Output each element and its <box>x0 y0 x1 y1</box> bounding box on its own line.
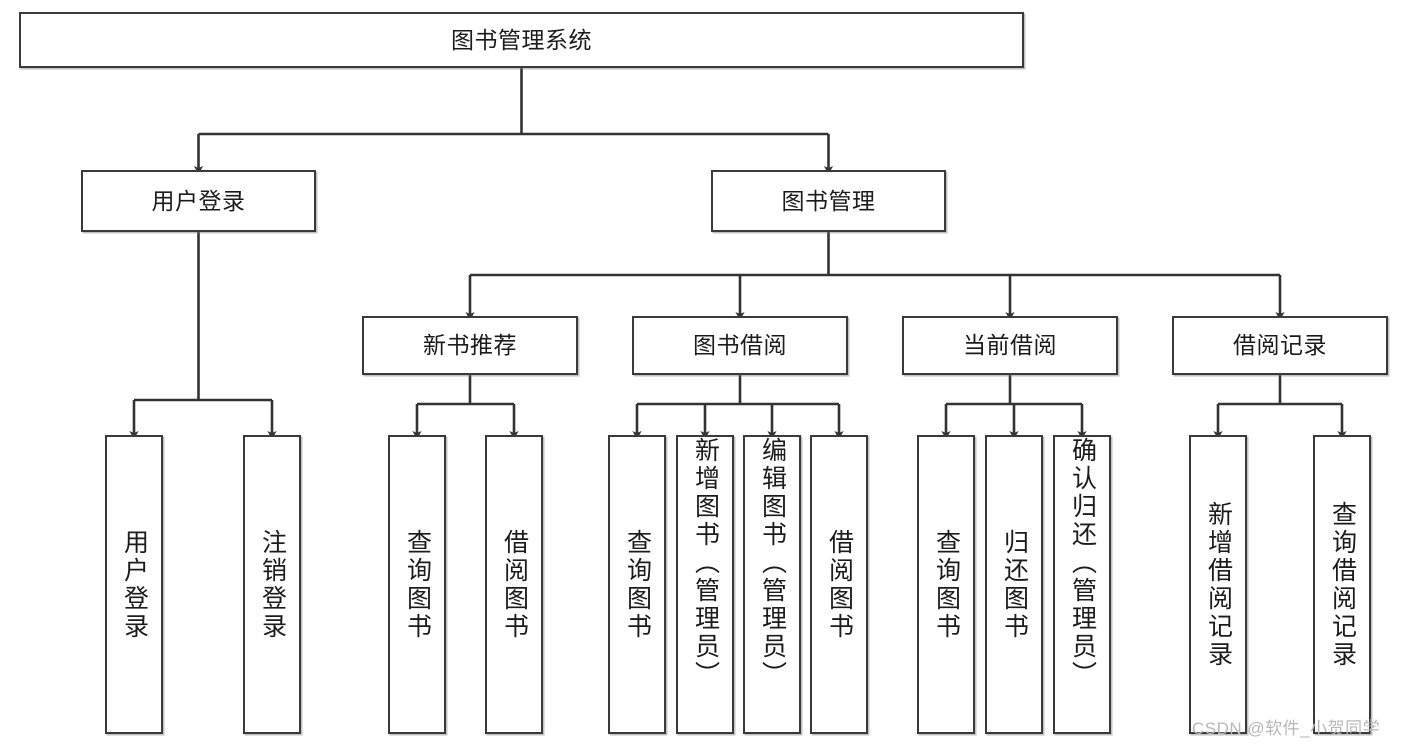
node-label: 图书借阅 <box>693 332 787 358</box>
node-leaf-borrow-query[interactable]: 查询图书 <box>608 435 666 734</box>
node-user-login[interactable]: 用户登录 <box>81 170 316 232</box>
watermark: CSDN @软件_小贺同学 <box>1192 719 1381 738</box>
node-label: 用户登录 <box>120 528 149 641</box>
node-root[interactable]: 图书管理系统 <box>19 12 1024 68</box>
node-book-borrow[interactable]: 图书借阅 <box>632 316 848 375</box>
node-leaf-borrow-edit[interactable]: 编辑图书（管理员） <box>743 435 801 734</box>
node-label: 借阅记录 <box>1233 332 1327 358</box>
node-leaf-user-login[interactable]: 用户登录 <box>105 435 163 734</box>
node-label: 查询图书 <box>932 528 961 641</box>
node-label: 用户登录 <box>151 187 246 214</box>
node-leaf-borrow-lend[interactable]: 借阅图书 <box>810 435 868 734</box>
node-leaf-rec-add[interactable]: 新增借阅记录 <box>1189 435 1247 734</box>
node-label: 新书推荐 <box>423 332 517 358</box>
node-label: 注销登录 <box>258 528 287 641</box>
node-label: 归还图书 <box>1000 528 1029 641</box>
node-label: 查询图书 <box>403 528 432 641</box>
edge-group <box>129 68 1347 440</box>
node-leaf-rec-borrow[interactable]: 借阅图书 <box>485 435 543 734</box>
node-leaf-borrow-add[interactable]: 新增图书（管理员） <box>676 435 734 734</box>
node-leaf-user-logout[interactable]: 注销登录 <box>243 435 301 734</box>
node-label: 借阅图书 <box>825 528 854 641</box>
node-leaf-cur-query[interactable]: 查询图书 <box>917 435 975 734</box>
node-label: 借阅图书 <box>500 528 529 641</box>
node-leaf-rec-search[interactable]: 查询借阅记录 <box>1313 435 1371 734</box>
node-leaf-cur-return[interactable]: 归还图书 <box>985 435 1043 734</box>
node-leaf-cur-confirm[interactable]: 确认归还（管理员） <box>1053 435 1111 734</box>
node-borrow-record[interactable]: 借阅记录 <box>1172 316 1388 375</box>
node-label: 图书管理系统 <box>451 26 592 53</box>
node-leaf-rec-query[interactable]: 查询图书 <box>388 435 446 734</box>
node-label: 图书管理 <box>781 187 876 214</box>
node-label: 新增借阅记录 <box>1204 500 1233 669</box>
node-label: 查询图书 <box>623 528 652 641</box>
node-new-book-rec[interactable]: 新书推荐 <box>362 316 578 375</box>
node-label: 确认归还（管理员） <box>1068 437 1097 689</box>
node-current-borrow[interactable]: 当前借阅 <box>902 316 1118 375</box>
node-label: 新增图书（管理员） <box>691 437 720 689</box>
node-label: 查询借阅记录 <box>1328 500 1357 669</box>
node-label: 当前借阅 <box>963 332 1057 358</box>
node-label: 编辑图书（管理员） <box>758 437 787 689</box>
node-book-manage[interactable]: 图书管理 <box>711 170 946 232</box>
